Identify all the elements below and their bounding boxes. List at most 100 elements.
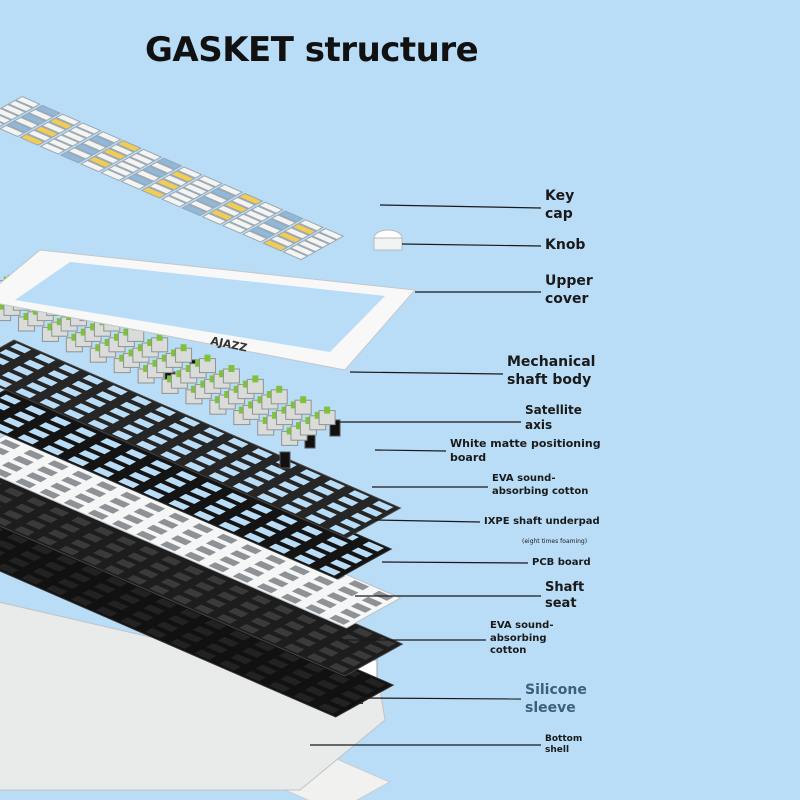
plate-hole bbox=[145, 628, 167, 639]
plate-hole bbox=[100, 438, 122, 449]
plate-hole bbox=[363, 643, 385, 654]
keycap bbox=[175, 187, 202, 200]
plate-hole bbox=[63, 409, 85, 420]
plate-hole bbox=[316, 679, 339, 691]
switch-stem bbox=[104, 339, 111, 346]
plate-hole bbox=[227, 437, 249, 448]
plate-hole bbox=[256, 583, 278, 594]
plate-hole bbox=[36, 466, 58, 477]
plate-hole bbox=[362, 541, 385, 552]
plate-hole bbox=[89, 444, 111, 455]
plate-hole bbox=[351, 547, 374, 558]
plate-hole bbox=[305, 514, 327, 525]
plate-hole bbox=[115, 558, 137, 569]
plate-hole bbox=[232, 572, 254, 583]
leader-line bbox=[401, 243, 542, 247]
plate-hole bbox=[251, 503, 273, 514]
plate-hole bbox=[318, 646, 339, 657]
keycap bbox=[243, 209, 270, 222]
keycap bbox=[202, 192, 229, 205]
plate-hole bbox=[104, 565, 125, 575]
switch-stem bbox=[32, 307, 39, 315]
plate-hole bbox=[0, 482, 2, 485]
keycap-grid bbox=[0, 96, 345, 261]
switch-stem bbox=[114, 333, 120, 341]
plate-hole bbox=[208, 562, 230, 573]
plate-hole bbox=[138, 546, 160, 556]
plate-hole bbox=[82, 532, 103, 543]
keycap bbox=[223, 200, 249, 213]
plate-hole bbox=[219, 660, 241, 671]
plate-hole bbox=[139, 465, 162, 477]
plate-hole bbox=[291, 668, 314, 680]
plate-hole bbox=[70, 595, 93, 607]
plate-hole bbox=[243, 566, 265, 577]
plate-hole bbox=[23, 449, 45, 460]
plate-hole bbox=[301, 525, 323, 536]
plate-hole bbox=[0, 563, 19, 574]
plate-hole bbox=[189, 487, 212, 499]
keycap bbox=[311, 232, 338, 245]
plate-hole bbox=[306, 653, 328, 663]
plate-hole bbox=[250, 617, 272, 628]
plate-hole bbox=[261, 633, 283, 644]
plate-hole bbox=[324, 479, 346, 490]
plate-hole bbox=[303, 662, 325, 673]
plate-hole bbox=[318, 624, 340, 635]
plate-hole bbox=[98, 503, 120, 514]
plate-hole bbox=[138, 568, 159, 579]
plate-hole bbox=[239, 601, 261, 612]
plate-hole bbox=[243, 532, 266, 543]
plate-hole bbox=[128, 471, 151, 483]
keycap bbox=[121, 156, 148, 169]
switch-stem bbox=[233, 385, 240, 393]
label-eva-sound-cotton-top: EVA sound-absorbing cotton bbox=[492, 473, 589, 497]
plate-hole bbox=[194, 581, 216, 592]
keycap bbox=[217, 184, 244, 197]
keycap bbox=[7, 100, 34, 113]
keycap bbox=[95, 131, 122, 144]
keycap bbox=[304, 236, 330, 249]
plate-hole bbox=[109, 407, 131, 418]
plate-hole bbox=[74, 403, 96, 414]
plate-hole bbox=[24, 405, 47, 416]
plate-hole bbox=[228, 607, 249, 618]
plate-hole bbox=[265, 520, 287, 531]
plate-hole bbox=[14, 503, 36, 514]
plate-hole bbox=[0, 439, 21, 450]
plate-hole bbox=[340, 553, 363, 564]
plate-hole bbox=[133, 418, 155, 429]
keycap bbox=[262, 239, 289, 252]
plate-hole bbox=[284, 643, 305, 654]
switch-stem bbox=[290, 401, 297, 409]
plate-hole bbox=[350, 602, 372, 613]
plate-hole bbox=[144, 502, 166, 513]
keycap bbox=[269, 235, 296, 248]
plate-hole bbox=[3, 417, 25, 428]
keycap bbox=[81, 139, 108, 152]
plate-hole bbox=[10, 343, 32, 354]
keycap bbox=[149, 161, 176, 174]
plate-hole bbox=[120, 617, 143, 628]
satellite-axis bbox=[279, 451, 291, 469]
plate-hole bbox=[284, 620, 306, 631]
plate-hole bbox=[146, 524, 168, 535]
switch-stem bbox=[190, 385, 197, 393]
keycap bbox=[140, 186, 167, 199]
keycap bbox=[46, 138, 73, 151]
plate-hole bbox=[31, 544, 54, 555]
plate-hole bbox=[179, 608, 202, 620]
plate-hole bbox=[171, 594, 193, 605]
plate-hole bbox=[340, 518, 362, 529]
plate-hole bbox=[278, 651, 301, 663]
plate-hole bbox=[120, 401, 142, 412]
plate-hole bbox=[255, 664, 278, 675]
plate-hole bbox=[55, 555, 78, 566]
plate-hole bbox=[276, 514, 298, 525]
plate-hole bbox=[243, 671, 266, 682]
keycap bbox=[155, 178, 182, 191]
